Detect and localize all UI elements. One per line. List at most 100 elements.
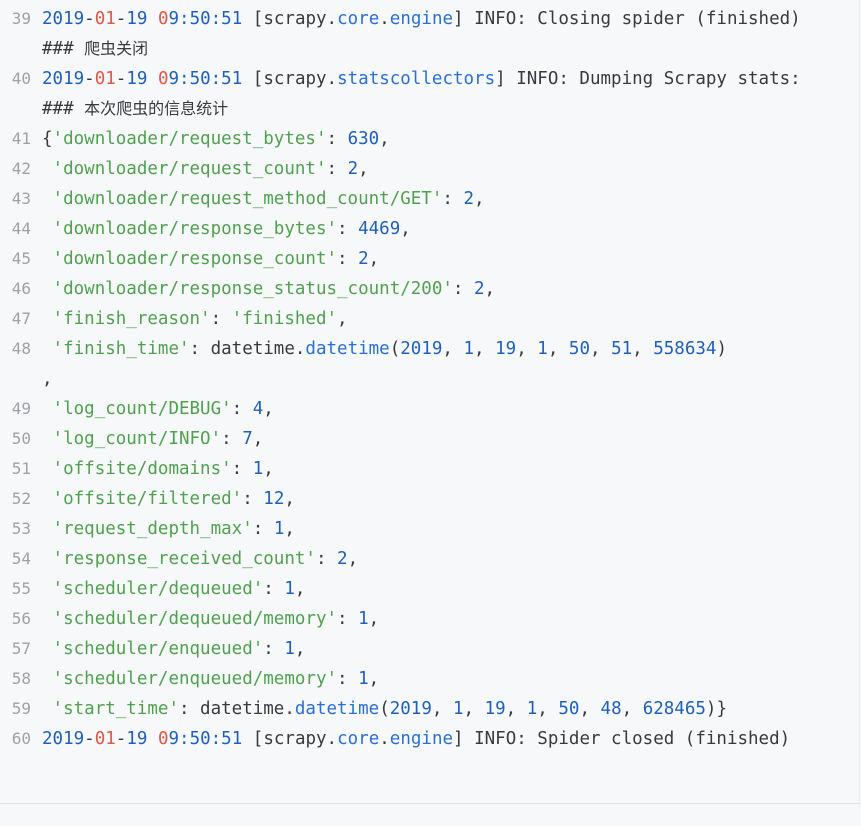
code-text: 'log_count/DEBUG': 4, bbox=[42, 394, 802, 424]
code-token: engine bbox=[389, 9, 454, 29]
line-number: 51 bbox=[11, 459, 31, 478]
code-token: 'scheduler/enqueued' bbox=[52, 639, 264, 659]
code-token: 2 bbox=[347, 159, 359, 179]
code-line: 52 'offsite/filtered': 12, bbox=[0, 484, 861, 514]
code-token: 2019 bbox=[42, 729, 85, 749]
code-token: , bbox=[284, 519, 295, 539]
code-token: , bbox=[516, 339, 538, 359]
code-token: , bbox=[547, 339, 569, 359]
line-number: 45 bbox=[11, 249, 31, 268]
line-number: 60 bbox=[11, 729, 31, 748]
code-token: 4 bbox=[252, 399, 264, 419]
code-token bbox=[42, 699, 53, 719]
code-token: 本次爬虫的信息统计 bbox=[84, 99, 229, 118]
code-token bbox=[42, 669, 53, 689]
code-token: 558634 bbox=[653, 339, 717, 359]
code-token: - bbox=[115, 9, 127, 29]
line-number: 40 bbox=[11, 69, 31, 88]
code-token: 1 bbox=[284, 639, 295, 659]
code-token: 48 bbox=[600, 699, 622, 719]
code-token: 9:50:51 bbox=[168, 9, 243, 29]
code-line: 53 'request_depth_max': 1, bbox=[0, 514, 861, 544]
code-token bbox=[42, 489, 53, 509]
code-token: : bbox=[221, 429, 243, 449]
code-token: 爬虫关闭 bbox=[84, 39, 149, 58]
code-token: 19 bbox=[495, 339, 517, 359]
code-token bbox=[42, 189, 53, 209]
code-token: 12 bbox=[263, 489, 285, 509]
code-token: : bbox=[210, 309, 232, 329]
code-line: 49 'log_count/DEBUG': 4, bbox=[0, 394, 861, 424]
code-text: 2019-01-19 09:50:51 [scrapy.statscollect… bbox=[42, 64, 802, 124]
code-token: 2019 bbox=[42, 69, 85, 89]
code-token: 'finished' bbox=[231, 309, 338, 329]
code-token bbox=[42, 459, 53, 479]
code-token: engine bbox=[389, 729, 454, 749]
code-line: 45 'downloader/response_count': 2, bbox=[0, 244, 861, 274]
code-token: 1 bbox=[526, 699, 538, 719]
code-token bbox=[42, 339, 53, 359]
line-number: 58 bbox=[11, 669, 31, 688]
code-text: 'finish_reason': 'finished', bbox=[42, 304, 802, 334]
code-token bbox=[42, 249, 53, 269]
code-text: {'downloader/request_bytes': 630, bbox=[42, 124, 802, 154]
code-token: 51 bbox=[611, 339, 633, 359]
code-token: 'scheduler/dequeued' bbox=[52, 579, 264, 599]
code-line: 57 'scheduler/enqueued': 1, bbox=[0, 634, 861, 664]
code-token: 630 bbox=[347, 129, 380, 149]
code-token: [scrapy. bbox=[242, 9, 338, 29]
code-token: 01 bbox=[94, 9, 116, 29]
code-token: : bbox=[326, 159, 348, 179]
code-token: : bbox=[252, 519, 274, 539]
code-token: , bbox=[589, 339, 612, 359]
code-token: 0 bbox=[157, 729, 169, 749]
code-token: , bbox=[505, 699, 527, 719]
code-token: 1 bbox=[537, 339, 548, 359]
line-number: 52 bbox=[11, 489, 31, 508]
code-token: - bbox=[84, 9, 95, 29]
code-token: 'response_received_count' bbox=[52, 549, 316, 569]
code-text: 'downloader/response_count': 2, bbox=[42, 244, 802, 274]
line-number: 57 bbox=[11, 639, 31, 658]
code-token bbox=[42, 159, 53, 179]
code-text: 'finish_time': datetime.datetime(2019, 1… bbox=[42, 334, 802, 394]
code-token: 'finish_time' bbox=[52, 339, 190, 359]
code-token: : bbox=[337, 249, 359, 269]
code-token: 'downloader/request_method_count/GET' bbox=[52, 189, 443, 209]
code-token: 2019 bbox=[42, 9, 85, 29]
code-line: 56 'scheduler/dequeued/memory': 1, bbox=[0, 604, 861, 634]
code-token: statscollectors bbox=[337, 69, 496, 89]
line-number: 46 bbox=[11, 279, 31, 298]
code-token: 'downloader/request_count' bbox=[52, 159, 327, 179]
code-token: 'offsite/domains' bbox=[52, 459, 232, 479]
code-token: datetime bbox=[305, 339, 390, 359]
line-number: 50 bbox=[11, 429, 31, 448]
code-token bbox=[42, 429, 53, 449]
code-token: core bbox=[337, 9, 380, 29]
code-token: : bbox=[337, 609, 359, 629]
code-token: 2 bbox=[337, 549, 348, 569]
code-token: : datetime. bbox=[189, 339, 306, 359]
code-token: . bbox=[379, 729, 390, 749]
code-token: 01 bbox=[94, 69, 116, 89]
code-token: 1 bbox=[252, 459, 264, 479]
code-line: 59 'start_time': datetime.datetime(2019,… bbox=[0, 694, 861, 724]
code-token: . bbox=[379, 9, 390, 29]
code-token: : bbox=[263, 639, 285, 659]
code-text: 'scheduler/enqueued': 1, bbox=[42, 634, 802, 664]
code-token: - bbox=[115, 729, 127, 749]
code-text: 'offsite/filtered': 12, bbox=[42, 484, 802, 514]
code-token: , bbox=[579, 699, 601, 719]
code-token: , bbox=[463, 699, 485, 719]
code-line: 44 'downloader/response_bytes': 4469, bbox=[0, 214, 861, 244]
line-number: 41 bbox=[11, 129, 31, 148]
code-token: ] INFO: Spider closed (finished) bbox=[453, 729, 791, 749]
code-token: 01 bbox=[94, 729, 116, 749]
code-token: 'offsite/filtered' bbox=[52, 489, 243, 509]
code-line: 47 'finish_reason': 'finished', bbox=[0, 304, 861, 334]
code-token: 19 bbox=[126, 69, 148, 89]
code-token: , bbox=[400, 219, 411, 239]
code-token: , bbox=[368, 609, 380, 629]
